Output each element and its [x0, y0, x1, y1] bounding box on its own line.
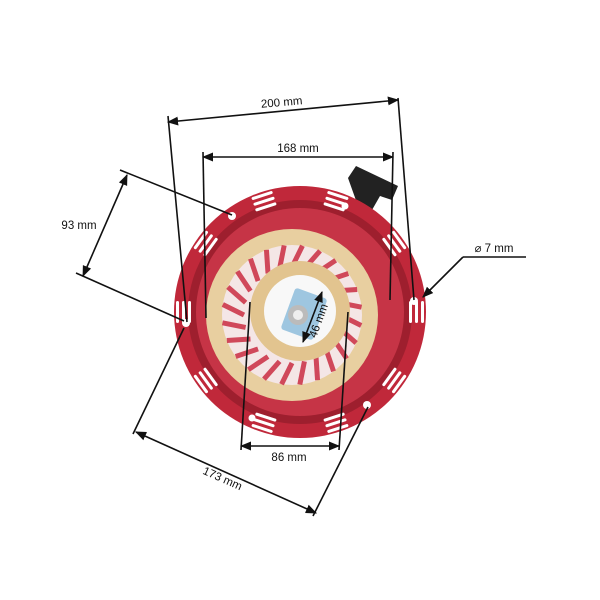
- vent-slot: [323, 202, 345, 212]
- vent-slot: [251, 424, 273, 433]
- vent-slot: [255, 202, 277, 212]
- mount-hole: [363, 401, 371, 409]
- dim-label-173: 173 mm: [201, 465, 244, 493]
- vent-slot: [392, 230, 407, 250]
- vent-slot: [382, 237, 397, 257]
- dim-label-93: 93 mm: [61, 220, 96, 232]
- vent-slot: [198, 234, 213, 253]
- pulley-spoke: [235, 269, 253, 293]
- pulley-spoke: [297, 360, 307, 386]
- vent-slot: [323, 412, 345, 422]
- vent-slot: [253, 418, 275, 428]
- dim-label-200: 200 mm: [261, 95, 303, 111]
- pulley-spoke: [226, 336, 251, 344]
- pulley-spoke: [246, 354, 270, 372]
- vent-slot: [188, 301, 191, 323]
- mount-hole: [410, 297, 418, 305]
- dim-label-168: 168 mm: [277, 143, 319, 155]
- pulley-spoke: [226, 285, 248, 305]
- vent-slot: [203, 237, 218, 257]
- vent-slot: [415, 301, 418, 323]
- vent-slot: [382, 367, 397, 387]
- vent-slot: [392, 374, 407, 394]
- pulley-spoke: [262, 359, 282, 381]
- pulley-spoke: [221, 302, 246, 318]
- pulley-spoke: [221, 320, 247, 330]
- vent-slot: [387, 371, 402, 390]
- vent-slot: [327, 424, 349, 433]
- dim-label-86: 86 mm: [271, 452, 306, 464]
- vent-slot: [255, 412, 277, 422]
- pulley-spoke: [277, 244, 287, 270]
- vent-slot: [325, 196, 347, 206]
- pulley-spoke: [313, 356, 321, 381]
- vent-slot: [193, 374, 208, 394]
- pulley-spoke: [263, 249, 271, 274]
- vent-slot: [176, 301, 179, 323]
- pulley-spoke: [248, 257, 261, 282]
- pulley: [206, 229, 378, 401]
- dimension-lines: [75, 96, 526, 517]
- vent-slot: [198, 371, 213, 390]
- vent-slot: [421, 301, 424, 323]
- pull-handle: [348, 166, 398, 250]
- dim-label-hole-diameter: ⌀ 7 mm: [475, 243, 514, 255]
- pulley-spoke: [279, 361, 295, 386]
- vent-slot: [253, 196, 275, 206]
- vent-slot: [251, 191, 273, 200]
- vent-slot: [203, 367, 218, 387]
- vent-slot: [409, 301, 412, 323]
- vent-slot: [182, 301, 185, 323]
- vent-slot: [327, 191, 349, 200]
